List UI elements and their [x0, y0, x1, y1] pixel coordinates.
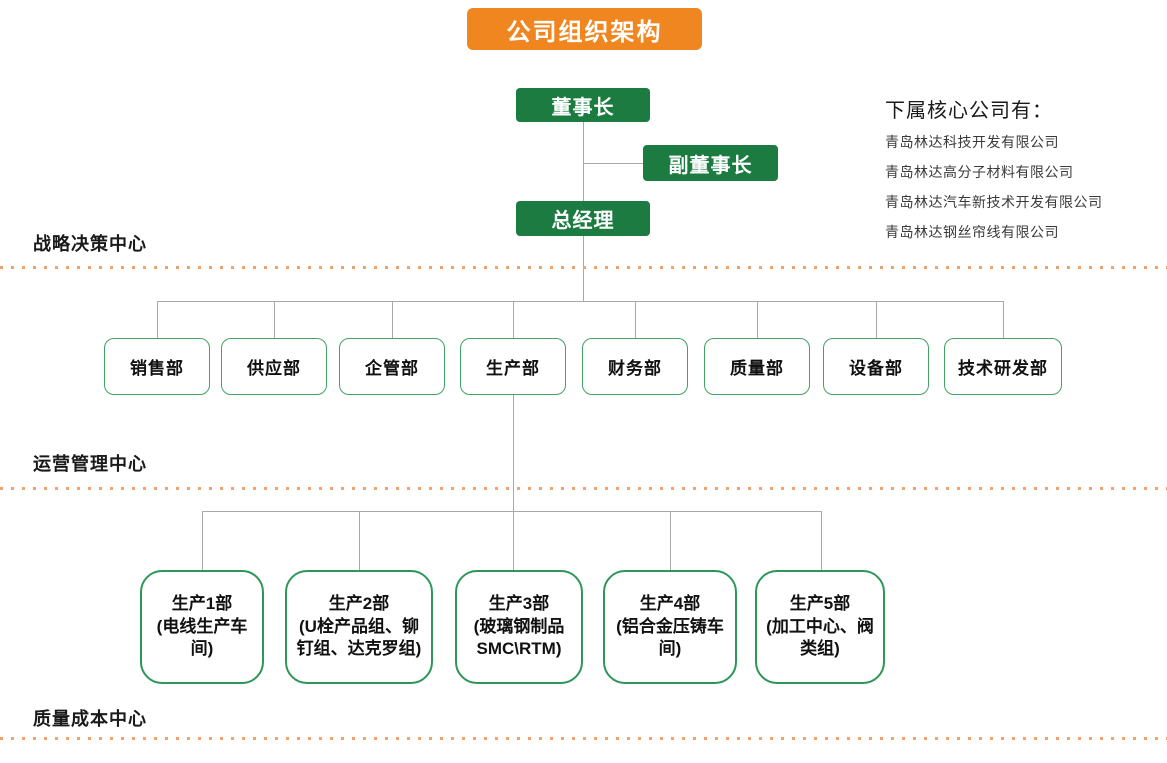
connector-line [157, 301, 1003, 302]
production-unit-4: 生产4部 (铝合金压铸车间) [603, 570, 737, 684]
connector-line [583, 236, 584, 302]
subsidiary-item: 青岛林达汽车新技术开发有限公司 [885, 194, 1103, 210]
dept-box-quality: 质量部 [704, 338, 810, 395]
connector-line [635, 301, 636, 338]
section-label-operations: 运营管理中心 [33, 454, 147, 474]
subsidiary-item: 青岛林达高分子材料有限公司 [885, 164, 1074, 180]
connector-line [1003, 301, 1004, 338]
dept-box-production: 生产部 [460, 338, 566, 395]
section-divider [0, 737, 1167, 740]
dept-box-finance: 财务部 [582, 338, 688, 395]
connector-line [513, 301, 514, 338]
connector-line [157, 301, 158, 338]
connector-line [513, 395, 514, 570]
production-unit-name: 生产5部 [789, 593, 851, 613]
subsidiary-item: 青岛林达钢丝帘线有限公司 [885, 224, 1059, 240]
connector-line [359, 511, 360, 570]
production-unit-2: 生产2部 (U栓产品组、铆钉组、达克罗组) [285, 570, 433, 684]
connector-line [583, 163, 643, 164]
section-divider [0, 487, 1167, 490]
connector-line [274, 301, 275, 338]
connector-line [202, 511, 821, 512]
production-unit-1: 生产1部 (电线生产车间) [140, 570, 264, 684]
production-unit-name: 生产1部 [171, 593, 233, 613]
production-unit-detail: (U栓产品组、铆钉组、达克罗组) [296, 616, 422, 659]
production-unit-3: 生产3部 (玻璃钢制品SMC\RTM) [455, 570, 583, 684]
general-manager-box: 总经理 [516, 201, 650, 236]
production-unit-name: 生产2部 [328, 593, 390, 613]
section-label-quality: 质量成本中心 [33, 709, 147, 729]
dept-box-tech-rd: 技术研发部 [944, 338, 1062, 395]
vice-chairman-box: 副董事长 [643, 145, 778, 181]
production-unit-detail: (电线生产车间) [156, 616, 248, 659]
dept-box-enterprise-management: 企管部 [339, 338, 445, 395]
section-divider [0, 266, 1167, 269]
dept-box-equipment: 设备部 [823, 338, 929, 395]
production-unit-detail: (玻璃钢制品SMC\RTM) [473, 616, 565, 659]
dept-box-sales: 销售部 [104, 338, 210, 395]
production-unit-name: 生产3部 [488, 593, 550, 613]
connector-line [202, 511, 203, 570]
connector-line [876, 301, 877, 338]
chart-title-banner: 公司组织架构 [467, 8, 702, 50]
connector-line [757, 301, 758, 338]
chairman-box: 董事长 [516, 88, 650, 122]
subsidiary-item: 青岛林达科技开发有限公司 [885, 134, 1059, 150]
production-unit-detail: (加工中心、阀类组) [766, 616, 874, 659]
subsidiaries-heading: 下属核心公司有： [885, 100, 1053, 122]
connector-line [583, 122, 584, 202]
connector-line [670, 511, 671, 570]
section-label-strategy: 战略决策中心 [33, 234, 147, 254]
production-unit-name: 生产4部 [639, 593, 701, 613]
connector-line [821, 511, 822, 570]
production-unit-5: 生产5部 (加工中心、阀类组) [755, 570, 885, 684]
connector-line [392, 301, 393, 338]
production-unit-detail: (铝合金压铸车间) [616, 616, 724, 659]
dept-box-supply: 供应部 [221, 338, 327, 395]
